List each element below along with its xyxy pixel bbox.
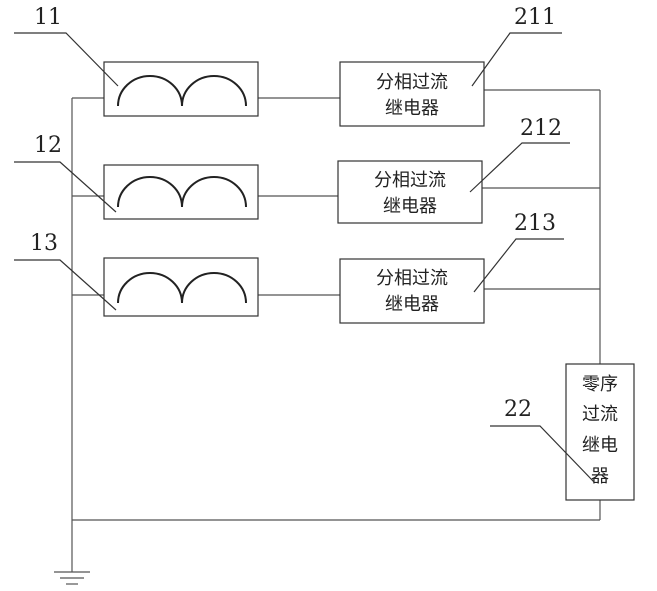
ref-label-12: 12	[34, 133, 62, 158]
relay-2-label-line1: 分相过流	[374, 170, 446, 191]
relay-3-label-line1: 分相过流	[376, 268, 448, 289]
ground-icon	[54, 571, 90, 585]
ref-label-212: 212	[520, 116, 562, 141]
phase-relay-1: 分相过流 继电器	[339, 61, 485, 127]
zero-relay-line3: 继电	[582, 435, 618, 456]
zero-relay-line2: 过流	[582, 404, 618, 425]
ref-label-211: 211	[514, 5, 556, 30]
current-transformer-1	[103, 61, 259, 117]
zero-sequence-relay: 零序 过流 继电 器	[565, 363, 635, 501]
ref-label-13: 13	[30, 231, 58, 256]
ref-13: 13	[14, 231, 117, 311]
current-transformer-3	[103, 257, 259, 317]
ref-label-11: 11	[34, 5, 62, 30]
ref-212: 212	[469, 116, 570, 193]
relay-2-label-line2: 继电器	[383, 196, 437, 217]
relay-1-label-line1: 分相过流	[376, 72, 448, 93]
ref-label-213: 213	[514, 211, 556, 236]
branch-1-wire	[72, 89, 600, 99]
ref-11: 11	[14, 5, 119, 87]
relay-3-label-line2: 继电器	[385, 294, 439, 315]
wiring	[71, 89, 601, 572]
ref-211: 211	[471, 5, 562, 87]
ref-213: 213	[473, 211, 564, 293]
ref-12: 12	[14, 133, 117, 213]
ref-label-22: 22	[504, 397, 532, 422]
relay-1-label-line2: 继电器	[385, 98, 439, 119]
ref-22: 22	[490, 397, 595, 483]
phase-relay-2: 分相过流 继电器	[337, 160, 483, 224]
zero-relay-line4: 器	[591, 466, 609, 487]
zero-relay-line1: 零序	[582, 374, 618, 395]
current-transformer-2	[103, 164, 259, 220]
phase-relay-3: 分相过流 继电器	[339, 258, 485, 324]
